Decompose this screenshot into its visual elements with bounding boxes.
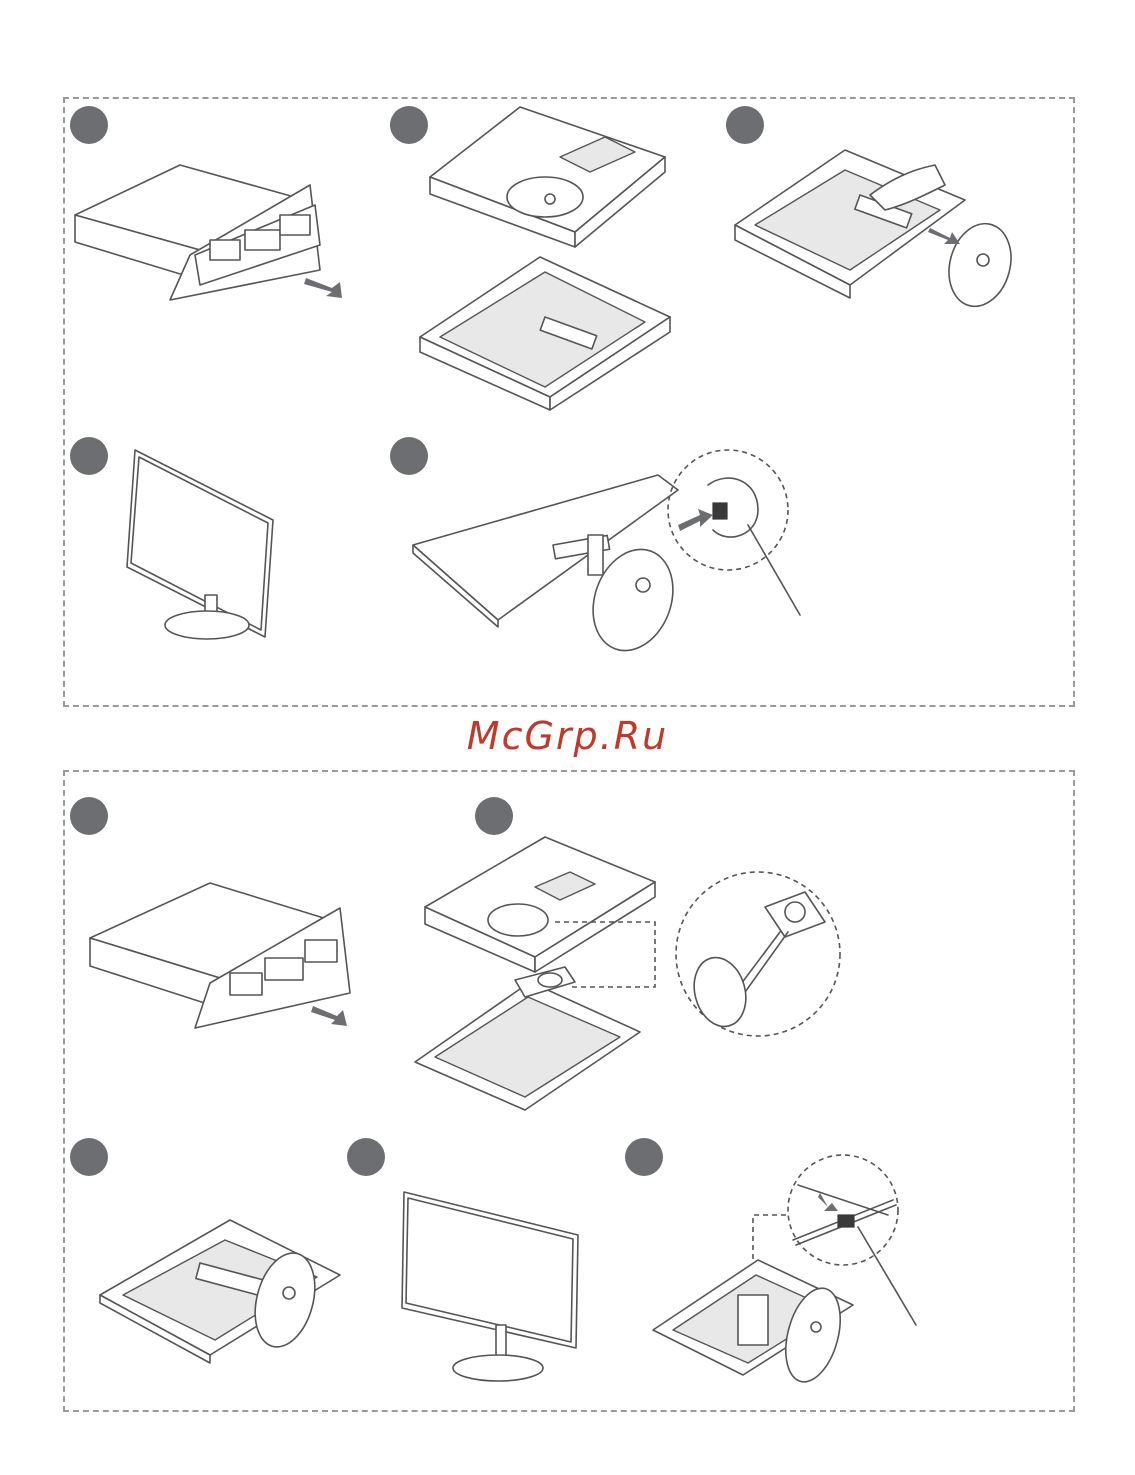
illustration-stand-in-tray-detail (410, 832, 850, 1117)
step-badge-4 (70, 437, 108, 475)
illustration-foam-tray (415, 102, 675, 412)
illustration-open-box-2 (85, 878, 370, 1038)
illustration-assembled-monitor (125, 445, 285, 645)
step-badge-7 (475, 797, 513, 835)
step-badge-6 (70, 797, 108, 835)
step-badge-9 (347, 1138, 385, 1176)
illustration-base-in-tray (95, 1215, 345, 1365)
footer-divider (0, 1466, 1135, 1475)
step-badge-3 (726, 106, 764, 144)
illustration-assembled-monitor-2 (398, 1190, 583, 1390)
illustration-release-button-detail (648, 1155, 923, 1395)
illustration-lock-base-detail (408, 455, 798, 655)
step-badge-8 (70, 1138, 108, 1176)
illustration-attach-base (730, 140, 1020, 320)
watermark-text: McGrp.Ru (0, 714, 1135, 758)
step-badge-1 (70, 106, 108, 144)
illustration-open-box (70, 160, 370, 310)
